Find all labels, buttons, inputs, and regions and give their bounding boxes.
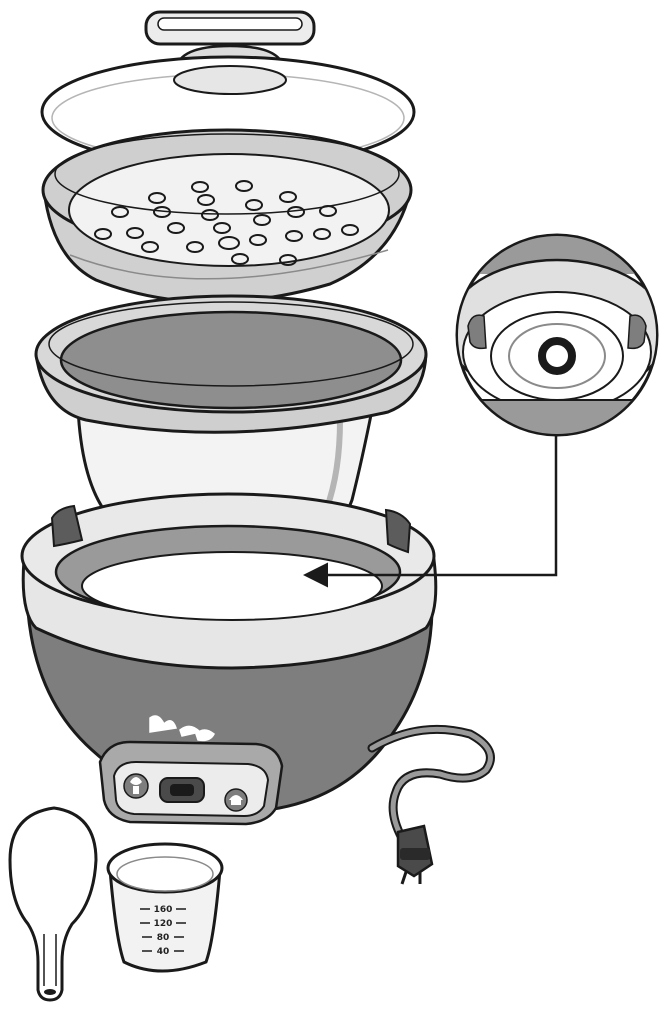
cup-marking-120: 120 [154,919,173,929]
rice-icon [224,788,248,812]
cup-markings: 160 120 80 40 [140,905,186,957]
rice-spoon [8,806,98,1002]
steamer-basket [41,128,413,304]
steamer-holes [94,180,359,266]
steam-icon [123,773,149,799]
power-plug [396,824,434,885]
cup-marking-80: 80 [157,933,170,943]
cup-marking-160: 160 [154,905,173,915]
callout-arrow [303,436,558,588]
left-handle [50,504,84,548]
inner-cooking-pot [34,294,428,553]
right-handle [384,508,412,554]
power-cord [367,724,495,843]
heating-plate [81,551,383,621]
temperature-sensor [538,337,576,375]
bird-logo-icon [149,715,215,742]
cooker-base-unit [20,492,495,885]
measuring-cup: 160 120 80 40 [106,842,224,973]
mode-switch[interactable] [159,777,205,803]
cup-marking-40: 40 [157,947,170,957]
